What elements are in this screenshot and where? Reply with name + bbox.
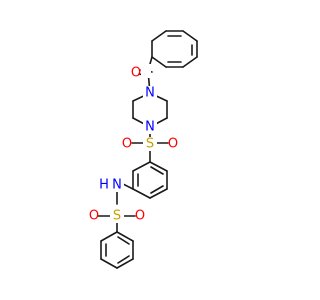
atom-labels: O N N S O O N H S O O (89, 64, 178, 224)
sulfonyl-oxygen-left-label: O (122, 137, 132, 152)
sulfonamide-oxygen-left-label: O (89, 209, 99, 224)
benzenesulfonyl-phenyl-ring (100, 231, 134, 269)
piperazine-nitrogen-top-label: N (145, 86, 155, 101)
sulfonamide-oxygen-right-label: O (135, 209, 145, 224)
carbonyl-oxygen-label: O (131, 66, 141, 81)
central-phenyl-ring (132, 161, 168, 199)
sulfonyl-sulfur-label: S (146, 137, 154, 152)
amide-hydrogen-label: H (99, 178, 109, 193)
benzoyl-phenyl-ring (151, 30, 198, 68)
amide-nitrogen-label: N (112, 178, 122, 193)
piperazine-nitrogen-bottom-label: N (145, 120, 155, 135)
molecule-structure: O N N S O O N H S O O (89, 30, 198, 269)
amide-linkage (116, 183, 134, 205)
sulfonamide-sulfur-label: S (113, 209, 121, 224)
molecule-diagram: O N N S O O N H S O O (88, 30, 198, 269)
sulfonyl-oxygen-right-label: O (168, 137, 178, 152)
